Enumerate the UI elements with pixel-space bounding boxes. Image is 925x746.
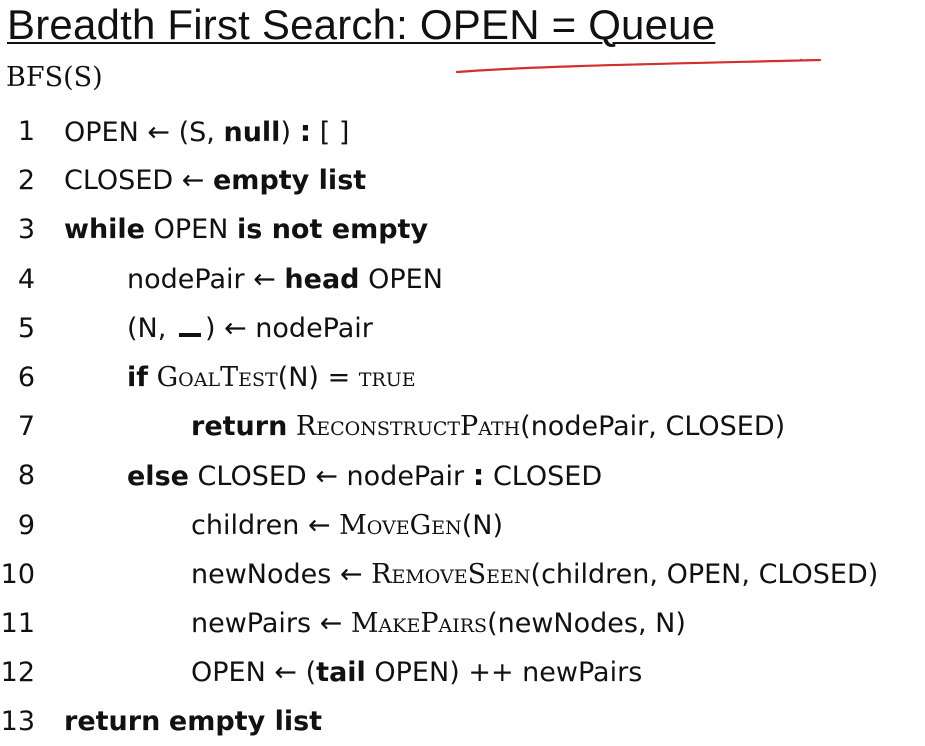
assign-arrow: ← xyxy=(339,558,363,590)
assign-arrow: ← xyxy=(307,509,331,541)
line-number: 1 xyxy=(17,116,35,147)
var-children: children xyxy=(191,509,300,541)
line-number: 4 xyxy=(17,263,35,295)
code-line-11: 11 newPairs ← MakePairs(newNodes, N) xyxy=(0,599,925,648)
code-line-6: 6 if GoalTest(N) = true xyxy=(0,353,925,402)
var-new-nodes: newNodes xyxy=(191,558,332,590)
var-new-nodes: newNodes xyxy=(497,607,638,639)
wildcard-blank xyxy=(178,319,201,337)
red-pen-underline xyxy=(455,58,822,74)
keyword-is-not-empty: is not empty xyxy=(236,214,429,246)
var-node-pair: nodePair xyxy=(346,461,465,493)
code-line-3: 3 while OPEN is not empty xyxy=(0,205,925,254)
code-line-13: 13 return empty list xyxy=(0,697,925,746)
var-open: OPEN xyxy=(368,263,443,295)
keyword-while: while xyxy=(64,214,145,246)
var-n: N xyxy=(137,312,158,344)
keyword-return: return xyxy=(64,706,161,738)
fn-remove-seen: RemoveSeen xyxy=(371,558,531,590)
pseudocode-block: 1 OPEN ← (S, null) : [ ] 2 CLOSED ← empt… xyxy=(0,107,925,746)
var-open: OPEN xyxy=(153,214,229,246)
line-number: 7 xyxy=(17,411,35,443)
var-node-pair: nodePair xyxy=(127,263,245,295)
var-n: N xyxy=(288,361,309,393)
var-children: children xyxy=(541,558,650,590)
var-open: OPEN xyxy=(666,558,742,590)
var-closed: CLOSED xyxy=(665,411,775,443)
assign-arrow: ← xyxy=(319,607,343,639)
concat-operator: ++ xyxy=(468,657,514,689)
var-open: OPEN xyxy=(374,657,450,689)
code-line-7: 7 return ReconstructPath(nodePair, CLOSE… xyxy=(0,402,925,451)
empty-list-literal: [ ] xyxy=(319,117,350,148)
value-true: true xyxy=(358,361,416,393)
code-line-9: 9 children ← MoveGen(N) xyxy=(0,501,925,550)
var-n: N xyxy=(472,509,493,541)
keyword-return: return xyxy=(191,411,288,443)
keyword-tail: tail xyxy=(316,657,366,689)
code-line-5: 5 (N, ) ← nodePair xyxy=(0,304,925,353)
line-number: 11 xyxy=(0,607,35,639)
var-closed: CLOSED xyxy=(758,558,868,590)
assign-arrow: ← xyxy=(253,263,276,295)
assign-arrow: ← xyxy=(181,165,205,197)
line-number: 8 xyxy=(17,460,35,492)
line-number: 10 xyxy=(0,558,35,590)
keyword-else: else xyxy=(127,461,189,493)
keyword-null: null xyxy=(223,117,281,148)
code-line-8: 8 else CLOSED ← nodePair : CLOSED xyxy=(0,451,925,500)
assign-arrow: ← xyxy=(315,461,338,493)
assign-arrow: ← xyxy=(224,312,247,344)
line-number: 3 xyxy=(17,214,35,246)
keyword-empty-list: empty list xyxy=(168,706,323,738)
keyword-if: if xyxy=(127,361,149,393)
var-closed: CLOSED xyxy=(492,461,603,493)
code-line-12: 12 OPEN ← (tail OPEN) ++ newPairs xyxy=(0,648,925,697)
var-new-pairs: newPairs xyxy=(191,607,312,639)
code-line-1: 1 OPEN ← (S, null) : [ ] xyxy=(0,107,925,156)
line-number: 5 xyxy=(17,312,35,344)
keyword-empty-list: empty list xyxy=(213,165,367,197)
cons-operator: : xyxy=(472,458,485,493)
code-line-4: 4 nodePair ← head OPEN xyxy=(0,255,925,304)
fn-reconstruct-path: ReconstructPath xyxy=(295,411,521,443)
fn-goal-test: GoalTest xyxy=(156,361,278,393)
slide-title: Breadth First Search: OPEN = Queue xyxy=(7,1,716,48)
line-number: 13 xyxy=(0,706,35,738)
var-open: OPEN xyxy=(64,117,139,148)
function-signature: BFS(S) xyxy=(6,62,103,93)
fn-move-gen: MoveGen xyxy=(339,509,462,541)
var-new-pairs: newPairs xyxy=(522,657,643,689)
line-number: 2 xyxy=(17,165,35,197)
var-closed: CLOSED xyxy=(64,165,174,197)
var-node-pair: nodePair xyxy=(255,312,373,344)
cons-operator: : xyxy=(299,114,312,148)
line-number: 12 xyxy=(0,657,35,689)
line-number: 9 xyxy=(17,509,35,541)
code-line-2: 2 CLOSED ← empty list xyxy=(0,156,925,205)
var-closed: CLOSED xyxy=(197,461,307,493)
var-node-pair: nodePair xyxy=(530,411,649,443)
keyword-head: head xyxy=(284,263,360,295)
var-open: OPEN xyxy=(191,657,266,689)
assign-arrow: ← xyxy=(274,657,298,689)
code-line-10: 10 newNodes ← RemoveSeen(children, OPEN,… xyxy=(0,550,925,599)
var-n: N xyxy=(655,607,676,639)
line-number: 6 xyxy=(17,361,35,393)
fn-make-pairs: MakePairs xyxy=(350,607,488,639)
assign-arrow: ← xyxy=(147,117,171,148)
